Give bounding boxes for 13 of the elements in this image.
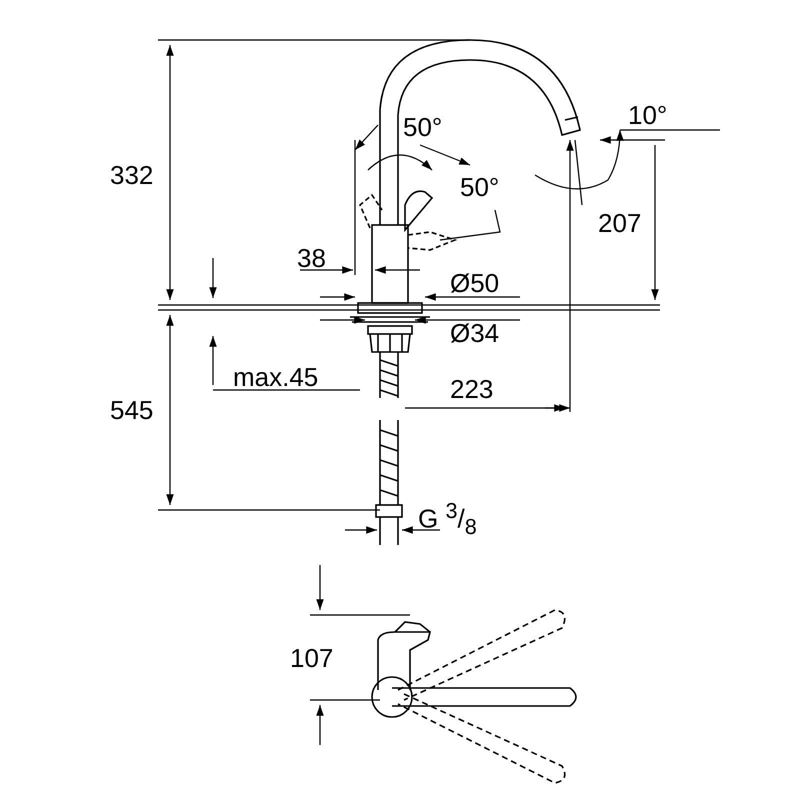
dimension-label: 38 [297, 243, 326, 273]
dimension-label: Ø50 [450, 268, 500, 298]
dimension-label: 50° [403, 112, 442, 142]
dimension-label: 107 [290, 643, 334, 673]
dimension-label: 10° [628, 100, 668, 130]
dimension-label: 207 [598, 208, 642, 238]
dimension-label: max.45 [233, 362, 318, 392]
dimension-label: 223 [450, 374, 494, 404]
dimension-label: 545 [110, 395, 154, 425]
dimension-label: Ø34 [450, 318, 500, 348]
dimension-label: 50° [460, 172, 500, 202]
dimension-label: G $^{3}$/$_{8}$ [418, 497, 477, 541]
dimension-label: 332 [110, 160, 154, 190]
